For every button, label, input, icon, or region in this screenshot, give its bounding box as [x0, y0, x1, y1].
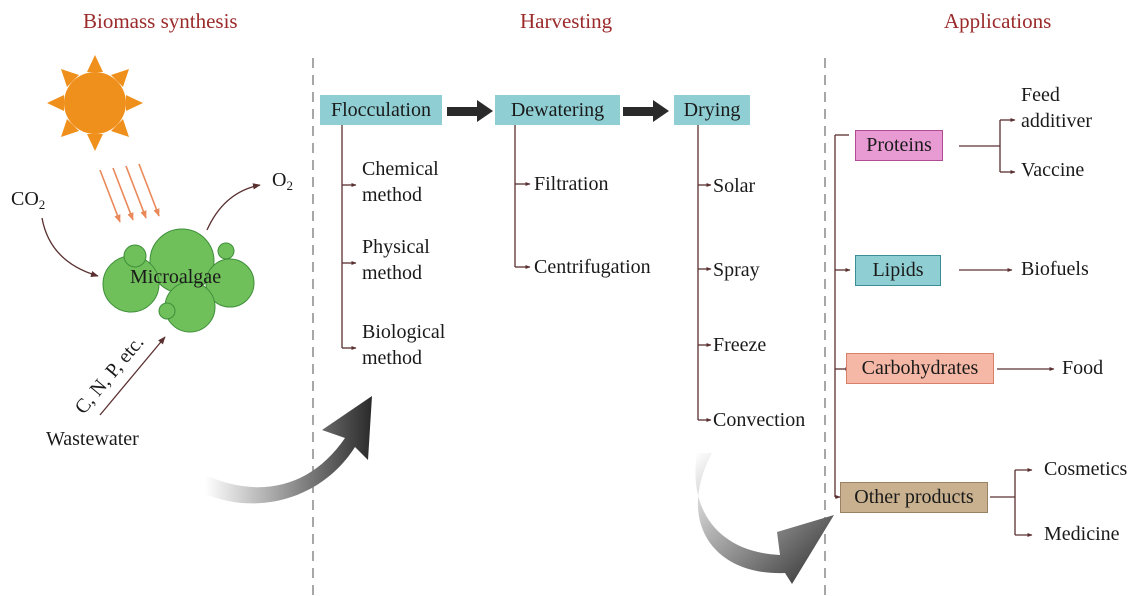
carbohydrates-box: Carbohydrates	[846, 353, 994, 384]
other-products-box: Other products	[840, 482, 988, 513]
co2-label: CO2	[11, 188, 46, 212]
light-rays	[99, 163, 160, 223]
big-arrow-left	[205, 396, 372, 504]
output-vaccine: Vaccine	[1021, 159, 1085, 181]
step-arrow-2	[623, 100, 669, 122]
output-food: Food	[1062, 357, 1104, 379]
applications-tree	[834, 134, 851, 500]
drying-method-convection: Convection	[713, 409, 806, 431]
co2-arrow	[41, 217, 99, 278]
step-arrow-1	[447, 100, 493, 122]
output-biofuels: Biofuels	[1021, 258, 1089, 280]
output-medicine: Medicine	[1044, 523, 1120, 545]
nutrient-arrow	[99, 336, 166, 416]
dewatering-method-filtration: Filtration	[534, 173, 609, 195]
sun-icon	[47, 55, 143, 151]
drying-method-freeze: Freeze	[713, 334, 767, 356]
drying-box: Drying	[674, 95, 750, 125]
drying-tree	[697, 125, 712, 423]
proteins-box: Proteins	[855, 130, 943, 161]
drying-method-solar: Solar	[713, 175, 756, 197]
o2-arrow	[206, 183, 261, 231]
dewatering-box: Dewatering	[495, 95, 620, 125]
header-applications: Applications	[944, 9, 1052, 33]
wastewater-label: Wastewater	[46, 428, 139, 450]
big-arrow-right	[695, 453, 834, 584]
flocculation-box: Flocculation	[320, 95, 442, 125]
flocculation-tree	[341, 125, 357, 351]
microalgae-label: Microalgae	[130, 266, 222, 288]
header-biomass-synthesis: Biomass synthesis	[83, 9, 238, 33]
lipids-box: Lipids	[855, 255, 941, 286]
dewatering-tree	[514, 125, 531, 270]
microalgae-cells	[102, 228, 255, 333]
other-products-branch	[990, 467, 1033, 538]
output-cosmetics: Cosmetics	[1044, 458, 1128, 480]
header-harvesting: Harvesting	[520, 9, 613, 33]
dewatering-method-centrifugation: Centrifugation	[534, 256, 651, 278]
proteins-branch	[959, 117, 1016, 175]
o2-label: O2	[272, 169, 293, 193]
drying-method-spray: Spray	[713, 259, 760, 281]
